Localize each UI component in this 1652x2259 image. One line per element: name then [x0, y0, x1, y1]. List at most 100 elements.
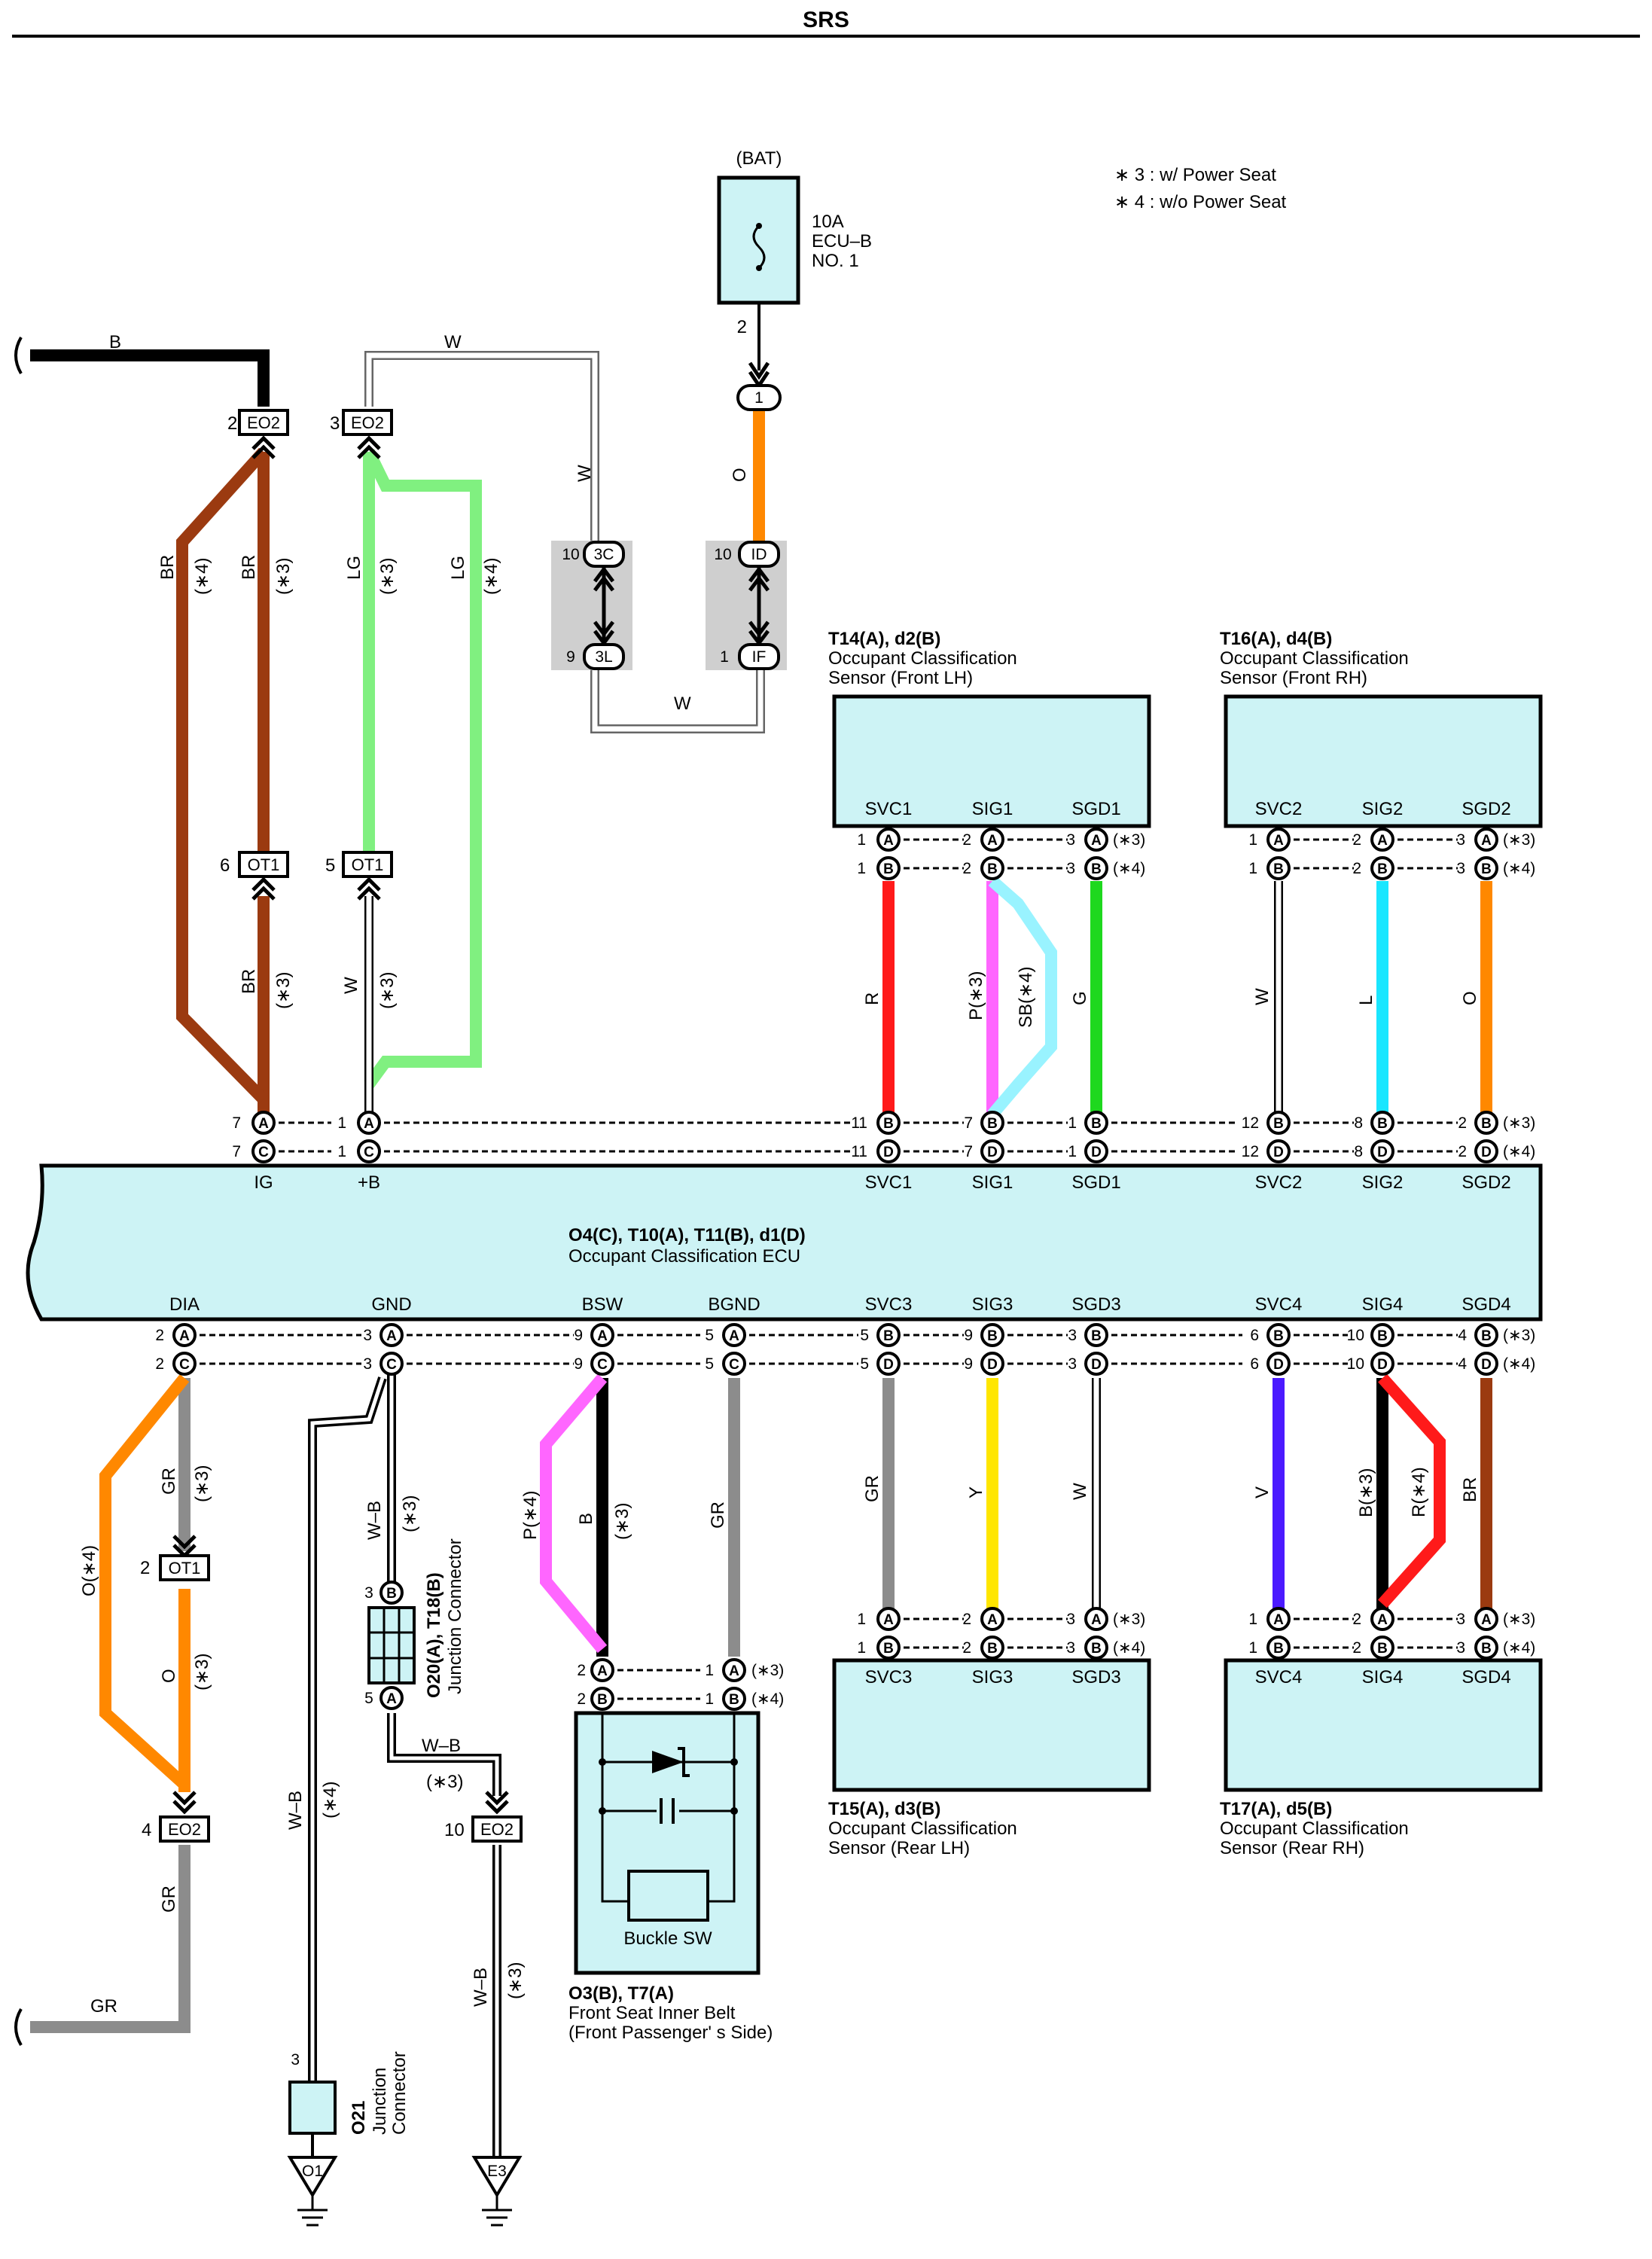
svg-text:(∗3): (∗3) [1503, 831, 1535, 849]
svg-text:Occupant Classification: Occupant Classification [1220, 1818, 1409, 1839]
svg-text:W–B: W–B [285, 1791, 306, 1830]
wire-label-s4: (∗4) [192, 558, 212, 595]
svg-text:SGD2: SGD2 [1462, 1172, 1510, 1193]
svg-text:1: 1 [337, 1143, 346, 1160]
svg-text:C: C [364, 1145, 374, 1160]
wire-w-top [366, 352, 598, 541]
connector-eo2-4: 4 EO2 [142, 1791, 210, 1843]
svg-text:A: A [729, 1663, 739, 1679]
chevron-up-icon [357, 876, 381, 901]
svg-text:B: B [883, 1328, 894, 1344]
wires [14, 303, 1492, 2157]
svg-text:8: 8 [1354, 1114, 1363, 1132]
svg-text:1: 1 [1248, 1611, 1257, 1628]
svg-text:SVC1: SVC1 [865, 799, 913, 819]
svg-text:Occupant Classification: Occupant Classification [1220, 648, 1409, 669]
svg-text:W–B: W–B [422, 1736, 461, 1756]
svg-text:1: 1 [1248, 831, 1257, 849]
svg-text:B: B [1273, 1641, 1284, 1657]
svg-text:2: 2 [1458, 1143, 1467, 1160]
svg-text:O(∗4): O(∗4) [79, 1545, 99, 1596]
svg-text:7: 7 [232, 1143, 241, 1160]
connector-if-label: IF [752, 648, 767, 666]
svg-text:SVC1: SVC1 [865, 1172, 913, 1193]
svg-text:5: 5 [705, 1327, 714, 1344]
svg-text:C: C [597, 1357, 608, 1373]
ground-icon [471, 2156, 523, 2198]
svg-text:Sensor (Rear RH): Sensor (Rear RH) [1220, 1838, 1364, 1858]
svg-text:A: A [1377, 833, 1388, 849]
wire-gr-ground [30, 1845, 190, 2033]
svg-text:2: 2 [962, 860, 971, 877]
svg-text:3: 3 [330, 413, 340, 434]
svg-text:R(∗4): R(∗4) [1409, 1467, 1429, 1517]
svg-text:SIG4: SIG4 [1362, 1294, 1404, 1315]
svg-text:A: A [987, 833, 998, 849]
wire-label-s3: (∗3) [273, 972, 294, 1009]
svg-text:A: A [1091, 1612, 1102, 1628]
fuse-box [717, 175, 800, 305]
svg-text:B: B [1481, 1328, 1492, 1344]
connector-ot1-6: 6 OT1 [220, 851, 289, 901]
svg-text:A: A [597, 1328, 608, 1344]
wire-label-br: BR [239, 555, 259, 580]
svg-text:D: D [883, 1145, 894, 1160]
svg-text:SVC4: SVC4 [1255, 1294, 1303, 1315]
svg-text:B: B [987, 1116, 998, 1132]
svg-text:7: 7 [964, 1143, 973, 1160]
connector-1-label: 1 [754, 389, 764, 407]
chevron-up-icon [251, 876, 276, 901]
svg-text:B: B [1481, 1116, 1492, 1132]
svg-text:W–B: W–B [471, 1968, 491, 2007]
wire-label-w: W [1252, 988, 1273, 1005]
junction-block-id-if: ID 10 IF 1 [706, 541, 787, 670]
svg-text:2: 2 [962, 831, 971, 849]
svg-text:A: A [729, 1328, 739, 1344]
svg-text:5: 5 [705, 1355, 714, 1373]
svg-text:4: 4 [142, 1820, 151, 1840]
wire-label-o: O [730, 468, 750, 482]
svg-text:10: 10 [1347, 1327, 1364, 1344]
zener-icon [678, 1747, 690, 1777]
svg-text:B: B [1273, 1328, 1284, 1344]
sensor-box [832, 1658, 1151, 1792]
wire-label-lg: LG [448, 556, 468, 580]
svg-text:1: 1 [1248, 860, 1257, 877]
svg-text:SIG4: SIG4 [1362, 1667, 1404, 1687]
svg-text:3: 3 [1066, 1639, 1075, 1657]
svg-text:3: 3 [1066, 831, 1075, 849]
svg-text:T14(A), d2(B): T14(A), d2(B) [828, 629, 940, 649]
buckle-switch-label: Buckle SW [623, 1928, 712, 1949]
connector-1 [736, 384, 782, 411]
junction-box [367, 1606, 416, 1684]
svg-text:(∗3): (∗3) [1503, 1114, 1535, 1132]
svg-text:SGD3: SGD3 [1071, 1294, 1120, 1315]
fuse-pin: 2 [737, 317, 747, 337]
sensor-bottom-pins: A A A B B B A A A B B B [876, 1607, 1498, 1660]
chevron-down-icon [748, 361, 770, 380]
svg-text:SVC4: SVC4 [1255, 1667, 1303, 1687]
svg-text:OT1: OT1 [352, 855, 384, 874]
svg-text:T16(A), d4(B): T16(A), d4(B) [1220, 629, 1332, 649]
page-title: SRS [803, 8, 849, 32]
svg-text:3: 3 [1456, 831, 1465, 849]
svg-text:D: D [1091, 1145, 1102, 1160]
wire-label-s3: (∗3) [377, 972, 398, 1009]
svg-text:D: D [1377, 1357, 1388, 1373]
svg-text:(∗4): (∗4) [1113, 860, 1145, 877]
connector-3c-label: 3C [594, 546, 614, 563]
svg-text:DIA: DIA [169, 1294, 200, 1315]
note-no-power-seat: ∗ 4 : w/o Power Seat [1114, 192, 1287, 212]
connector-ot1-5: 5 OT1 [325, 851, 393, 901]
svg-text:(Front Passenger' s Side): (Front Passenger' s Side) [568, 2023, 773, 2043]
svg-text:3: 3 [1456, 1639, 1465, 1657]
junction-connector-o21: 3 O21 Junction Connector [288, 2051, 410, 2135]
svg-text:2: 2 [140, 1558, 150, 1578]
svg-text:8: 8 [1354, 1143, 1363, 1160]
svg-text:B: B [883, 1641, 894, 1657]
svg-text:B: B [987, 861, 998, 877]
wire-sb-sig1 [987, 876, 1057, 1119]
svg-text:SIG3: SIG3 [972, 1667, 1013, 1687]
svg-text:11: 11 [851, 1114, 867, 1132]
